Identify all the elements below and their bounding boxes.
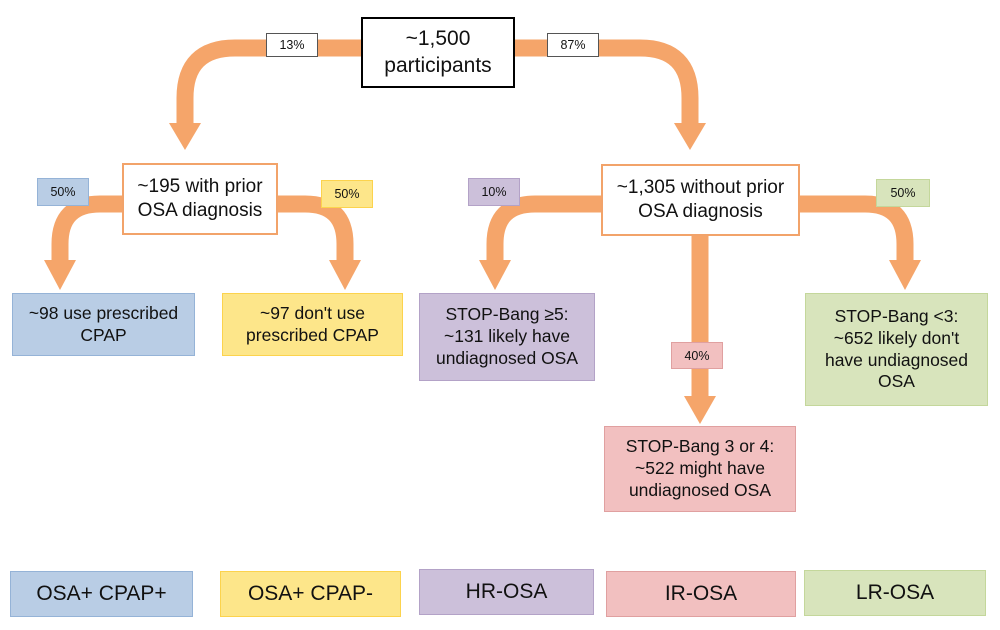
arrowhead-without [674, 123, 706, 150]
arrow-prior-to-cpap-no [278, 195, 354, 262]
root-node: ~1,500 participants [361, 17, 515, 88]
percent-label-ir: 40% [671, 342, 723, 369]
outcome-cpap-use: ~98 use prescribed CPAP [12, 293, 195, 356]
percent-label-cpap-no: 50% [321, 180, 373, 208]
outcome-cpap-no: ~97 don't use prescribed CPAP [222, 293, 403, 356]
arrowhead-cpap-use [44, 260, 76, 290]
percent-label-hr: 10% [468, 178, 520, 206]
arrow-prior-to-cpap-use [51, 195, 122, 262]
arrowhead-hr [479, 260, 511, 290]
without-diagnosis-node: ~1,305 without prior OSA diagnosis [601, 164, 800, 236]
outcome-ir-osa: STOP-Bang 3 or 4: ~522 might have undiag… [604, 426, 796, 512]
arrowhead-ir [684, 396, 716, 424]
percent-label-to-without: 87% [547, 33, 599, 57]
prior-diagnosis-node: ~195 with prior OSA diagnosis [122, 163, 278, 235]
arrowhead-cpap-no [329, 260, 361, 290]
legend-lr-osa: LR-OSA [804, 570, 986, 616]
arrowhead-prior [169, 123, 201, 150]
legend-hr-osa: HR-OSA [419, 569, 594, 615]
outcome-lr-osa: STOP-Bang <3: ~652 likely don't have und… [805, 293, 988, 406]
arrow-without-to-hr [486, 195, 601, 262]
legend-osa-cpap-neg: OSA+ CPAP- [220, 571, 401, 617]
legend-ir-osa: IR-OSA [606, 571, 796, 617]
outcome-hr-osa: STOP-Bang ≥5: ~131 likely have undiagnos… [419, 293, 595, 381]
arrow-without-to-lr [800, 195, 914, 262]
percent-label-to-prior: 13% [266, 33, 318, 57]
arrow-root-to-prior [176, 39, 361, 125]
percent-label-cpap-use: 50% [37, 178, 89, 206]
percent-label-lr: 50% [876, 179, 930, 207]
legend-osa-cpap-pos: OSA+ CPAP+ [10, 571, 193, 617]
arrowhead-lr [889, 260, 921, 290]
arrow-root-to-without [515, 39, 699, 125]
